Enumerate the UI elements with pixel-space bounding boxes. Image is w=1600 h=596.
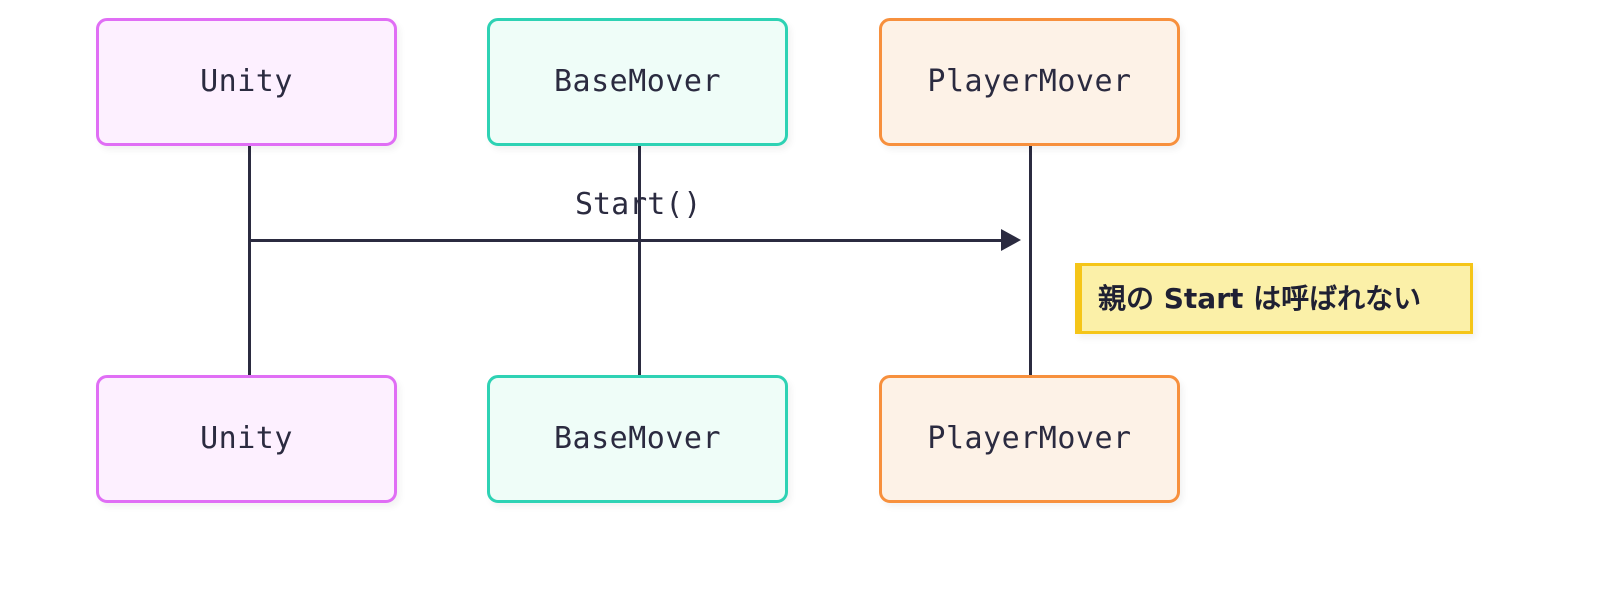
participant-box-basemover-top[interactable]: BaseMover xyxy=(487,18,788,146)
participant-label-playermover-top: PlayerMover xyxy=(927,64,1132,99)
lifeline-playermover xyxy=(1029,145,1032,385)
participant-box-playermover-top[interactable]: PlayerMover xyxy=(879,18,1180,146)
participant-label-basemover-top: BaseMover xyxy=(553,64,722,99)
lifeline-basemover xyxy=(638,145,641,385)
participant-label-basemover-bottom: BaseMover xyxy=(553,421,722,456)
participant-label-playermover-bottom: PlayerMover xyxy=(927,421,1132,456)
message-label-start: Start() xyxy=(575,187,702,222)
lifeline-unity xyxy=(248,145,251,385)
participant-box-unity-top[interactable]: Unity xyxy=(96,18,397,146)
message-line-start xyxy=(248,239,1003,242)
participant-label-unity-bottom: Unity xyxy=(200,421,293,456)
participant-box-playermover-bottom[interactable]: PlayerMover xyxy=(879,375,1180,503)
participant-box-basemover-bottom[interactable]: BaseMover xyxy=(487,375,788,503)
note-parent-start-not-called: 親の Start は呼ばれない xyxy=(1075,263,1473,334)
message-arrowhead-start xyxy=(1001,229,1021,251)
participant-label-unity-top: Unity xyxy=(200,64,293,99)
note-text: 親の Start は呼ばれない xyxy=(1098,281,1422,315)
participant-box-unity-bottom[interactable]: Unity xyxy=(96,375,397,503)
